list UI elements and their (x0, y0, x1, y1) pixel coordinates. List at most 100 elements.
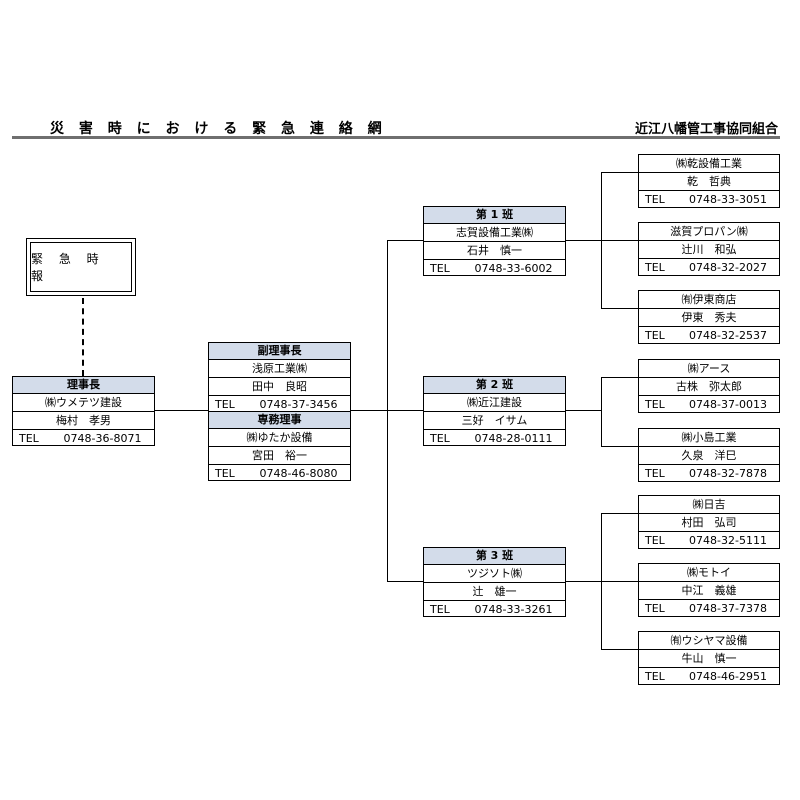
tel-label: TEL (215, 467, 235, 480)
member-person: 久泉 洋巳 (639, 447, 779, 465)
tel-label: TEL (645, 534, 665, 547)
member-tel: 0748-32-2537 (689, 329, 767, 342)
member-box: ㈱小島工業 久泉 洋巳 TEL 0748-32-7878 (638, 428, 780, 482)
emergency-box: 緊 急 時 報 (26, 238, 136, 296)
connector-line (566, 240, 601, 241)
member-tel-row: TEL 0748-32-2027 (639, 259, 779, 276)
tel-label: TEL (645, 467, 665, 480)
connector-line (566, 410, 601, 411)
member-tel: 0748-32-2027 (689, 261, 767, 274)
group-person: 辻 雄一 (424, 583, 565, 601)
chairman-company: ㈱ウメテツ建設 (13, 394, 154, 412)
tel-label: TEL (430, 603, 450, 616)
page-title: 災 害 時 に お け る 緊 急 連 絡 網 (50, 121, 387, 137)
vice-chairman-tel: 0748-37-3456 (259, 398, 338, 411)
tel-label: TEL (645, 602, 665, 615)
member-box: ㈲伊東商店 伊東 秀夫 TEL 0748-32-2537 (638, 290, 780, 344)
member-box: ㈱モトイ 中江 義雄 TEL 0748-37-7378 (638, 563, 780, 617)
group-leader-box: 第 3 班 ツジソト㈱ 辻 雄一 TEL 0748-33-3261 (423, 547, 566, 617)
member-tel: 0748-37-7378 (689, 602, 767, 615)
organization-name: 近江八幡管工事協同組合 (634, 122, 778, 137)
chairman-tel: 0748-36-8071 (63, 432, 142, 445)
group-tel: 0748-28-0111 (474, 432, 553, 445)
member-tel: 0748-37-0013 (689, 398, 767, 411)
tel-label: TEL (645, 398, 665, 411)
chairman-role: 理事長 (13, 377, 154, 394)
member-tel: 0748-32-5111 (689, 534, 767, 547)
tel-label: TEL (645, 261, 665, 274)
group-name: 第 1 班 (424, 207, 565, 224)
connector-line (350, 410, 387, 411)
executive-director-role: 専務理事 (209, 412, 350, 429)
group-person: 三好 イサム (424, 412, 565, 430)
member-tel-row: TEL 0748-37-0013 (639, 396, 779, 413)
executive-director-box: 専務理事 ㈱ゆたか設備 宮田 裕一 TEL 0748-46-8080 (208, 411, 351, 481)
chairman-box: 理事長 ㈱ウメテツ建設 梅村 孝男 TEL 0748-36-8071 (12, 376, 155, 446)
tel-label: TEL (430, 262, 450, 275)
tel-label: TEL (645, 329, 665, 342)
member-company: 滋賀プロパン㈱ (639, 223, 779, 241)
connector-line (601, 513, 638, 514)
connector-line (387, 581, 423, 582)
executive-director-company: ㈱ゆたか設備 (209, 429, 350, 447)
member-company: ㈱アース (639, 360, 779, 378)
member-tel-row: TEL 0748-37-7378 (639, 600, 779, 617)
vice-chairman-box: 副理事長 浅原工業㈱ 田中 良昭 TEL 0748-37-3456 (208, 342, 351, 412)
group-leader-box: 第 2 班 ㈱近江建設 三好 イサム TEL 0748-28-0111 (423, 376, 566, 446)
tel-label: TEL (645, 670, 665, 683)
chairman-person: 梅村 孝男 (13, 412, 154, 430)
vice-chairman-tel-row: TEL 0748-37-3456 (209, 396, 350, 413)
member-tel: 0748-33-3051 (689, 193, 767, 206)
group-person: 石井 慎一 (424, 242, 565, 260)
tel-label: TEL (215, 398, 235, 411)
connector-line (387, 240, 423, 241)
vice-chairman-company: 浅原工業㈱ (209, 360, 350, 378)
member-company: ㈲ウシヤマ設備 (639, 632, 779, 650)
member-tel-row: TEL 0748-32-5111 (639, 532, 779, 549)
vice-chairman-person: 田中 良昭 (209, 378, 350, 396)
group-tel-row: TEL 0748-28-0111 (424, 430, 565, 447)
member-company: ㈱乾設備工業 (639, 155, 779, 173)
member-company: ㈱日吉 (639, 496, 779, 514)
member-tel-row: TEL 0748-32-7878 (639, 465, 779, 482)
title-rule (12, 136, 780, 139)
connector-line (566, 581, 601, 582)
member-box: 滋賀プロパン㈱ 辻川 和弘 TEL 0748-32-2027 (638, 222, 780, 276)
member-box: ㈱アース 古株 弥太郎 TEL 0748-37-0013 (638, 359, 780, 413)
member-person: 乾 哲典 (639, 173, 779, 191)
executive-director-person: 宮田 裕一 (209, 447, 350, 465)
group-leader-box: 第 1 班 志賀設備工業㈱ 石井 慎一 TEL 0748-33-6002 (423, 206, 566, 276)
emergency-label: 緊 急 時 報 (30, 242, 132, 292)
member-company: ㈱モトイ (639, 564, 779, 582)
group-tel-row: TEL 0748-33-6002 (424, 260, 565, 277)
connector-line (155, 410, 208, 411)
member-tel-row: TEL 0748-33-3051 (639, 191, 779, 208)
executive-director-tel: 0748-46-8080 (259, 467, 338, 480)
connector-line (601, 240, 638, 241)
group-tel: 0748-33-6002 (474, 262, 553, 275)
tel-label: TEL (430, 432, 450, 445)
member-person: 辻川 和弘 (639, 241, 779, 259)
member-person: 村田 弘司 (639, 514, 779, 532)
member-tel: 0748-46-2951 (689, 670, 767, 683)
group-company: ㈱近江建設 (424, 394, 565, 412)
connector-line (387, 410, 423, 411)
connector-line (601, 172, 638, 173)
executive-director-tel-row: TEL 0748-46-8080 (209, 465, 350, 482)
tel-label: TEL (645, 193, 665, 206)
member-box: ㈱乾設備工業 乾 哲典 TEL 0748-33-3051 (638, 154, 780, 208)
member-box: ㈲ウシヤマ設備 牛山 慎一 TEL 0748-46-2951 (638, 631, 780, 685)
connector-line (601, 581, 638, 582)
connector-line (601, 377, 638, 378)
vice-chairman-role: 副理事長 (209, 343, 350, 360)
tel-label: TEL (19, 432, 39, 445)
group-tel: 0748-33-3261 (474, 603, 553, 616)
connector-line (601, 446, 638, 447)
group-name: 第 2 班 (424, 377, 565, 394)
member-person: 伊東 秀夫 (639, 309, 779, 327)
group-name: 第 3 班 (424, 548, 565, 565)
connector-line (601, 649, 638, 650)
member-box: ㈱日吉 村田 弘司 TEL 0748-32-5111 (638, 495, 780, 549)
connector-line (601, 377, 602, 446)
group-company: ツジソト㈱ (424, 565, 565, 583)
